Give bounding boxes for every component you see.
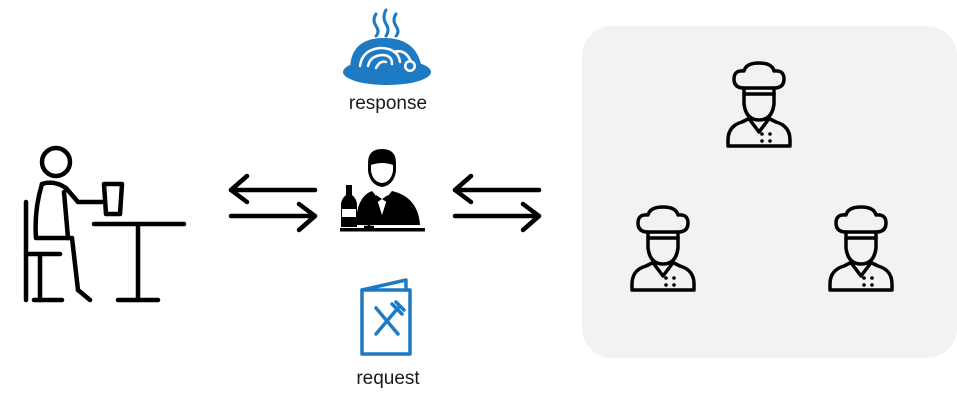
chef-icon <box>726 61 792 148</box>
customer-figure <box>20 140 190 305</box>
response-label: response <box>348 93 428 114</box>
food-plate <box>340 8 435 88</box>
waiter-figure <box>340 145 425 233</box>
menu-card-icon <box>360 278 412 356</box>
chef-left <box>628 205 698 292</box>
two-way-arrows-icon <box>452 173 542 233</box>
request-label: request <box>356 368 420 389</box>
customer-waiter-arrows <box>225 172 320 234</box>
chef-right <box>826 205 896 292</box>
kitchen-panel <box>582 26 957 358</box>
chef-icon <box>630 205 696 292</box>
chef-top <box>724 61 794 148</box>
seated-customer-icon <box>23 145 187 303</box>
two-way-arrows-icon <box>228 173 318 233</box>
waiter-kitchen-arrows <box>449 172 544 234</box>
food-plate-icon <box>343 8 431 85</box>
chef-icon <box>828 205 894 292</box>
waiter-icon <box>340 149 425 232</box>
menu-card <box>358 278 418 358</box>
